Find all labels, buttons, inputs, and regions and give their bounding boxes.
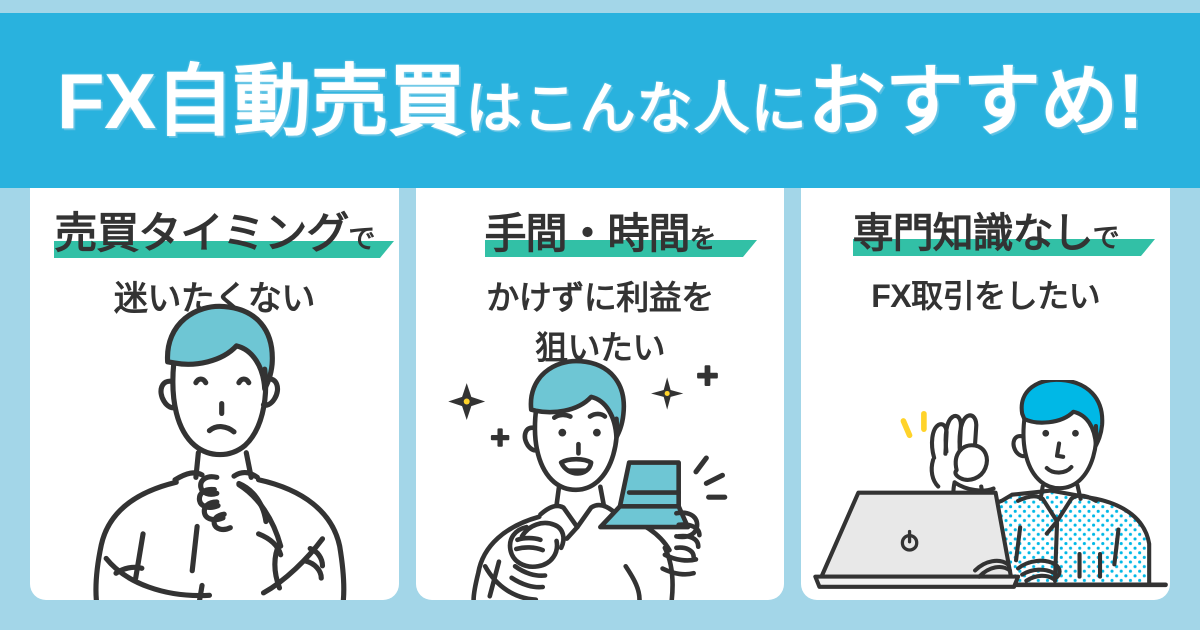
card-time-headline: 手間・時間を bbox=[484, 210, 757, 258]
sparkle-icon bbox=[447, 365, 718, 448]
marker-highlight bbox=[484, 240, 757, 258]
card-knowledge[interactable]: 専門知識なしで FX取引をしたい bbox=[801, 188, 1171, 600]
card-knowledge-text: 専門知識なしで FX取引をしたい bbox=[801, 188, 1170, 320]
card-time-text: 手間・時間を かけずに利益を 狙いたい bbox=[416, 188, 785, 372]
headline-suffix: を bbox=[689, 224, 717, 254]
header-banner: FX自動売買 はこんな人に おすすめ! bbox=[0, 13, 1200, 188]
card-knowledge-headline: 専門知識なしで bbox=[852, 210, 1155, 257]
marker-highlight bbox=[852, 239, 1155, 257]
card-timing-headline: 売買タイミングで bbox=[54, 210, 395, 259]
title-main-text: FX自動売買 bbox=[56, 56, 466, 145]
thinking-man-illustration bbox=[30, 293, 399, 600]
headline-main: 専門知識なし bbox=[852, 210, 1094, 256]
card-row: 売買タイミングで 迷いたくない bbox=[30, 188, 1171, 600]
headline-main: 売買タイミング bbox=[54, 210, 349, 258]
card-time-subline-1: かけずに利益を bbox=[486, 279, 714, 317]
marker-highlight bbox=[54, 241, 395, 259]
sparkle-lines-icon bbox=[900, 410, 928, 438]
laptop-logo-icon bbox=[901, 529, 919, 552]
card-time-subline-2: 狙いたい bbox=[535, 329, 665, 367]
man-ok-sign-laptop-illustration bbox=[801, 379, 1170, 600]
headline-suffix: で bbox=[1092, 223, 1120, 253]
headline-suffix: で bbox=[348, 224, 375, 254]
card-time[interactable]: 手間・時間を かけずに利益を 狙いたい bbox=[415, 188, 785, 600]
page-title: FX自動売買 はこんな人に おすすめ! bbox=[56, 56, 1144, 145]
title-middle-text: はこんな人に bbox=[465, 76, 808, 140]
card-knowledge-subline: FX取引をしたい bbox=[871, 278, 1101, 315]
card-timing[interactable]: 売買タイミングで 迷いたくない bbox=[30, 188, 399, 600]
headline-main: 手間・時間 bbox=[484, 210, 691, 257]
title-end-text: おすすめ! bbox=[807, 56, 1144, 145]
man-with-laptop-illustration bbox=[416, 352, 785, 600]
